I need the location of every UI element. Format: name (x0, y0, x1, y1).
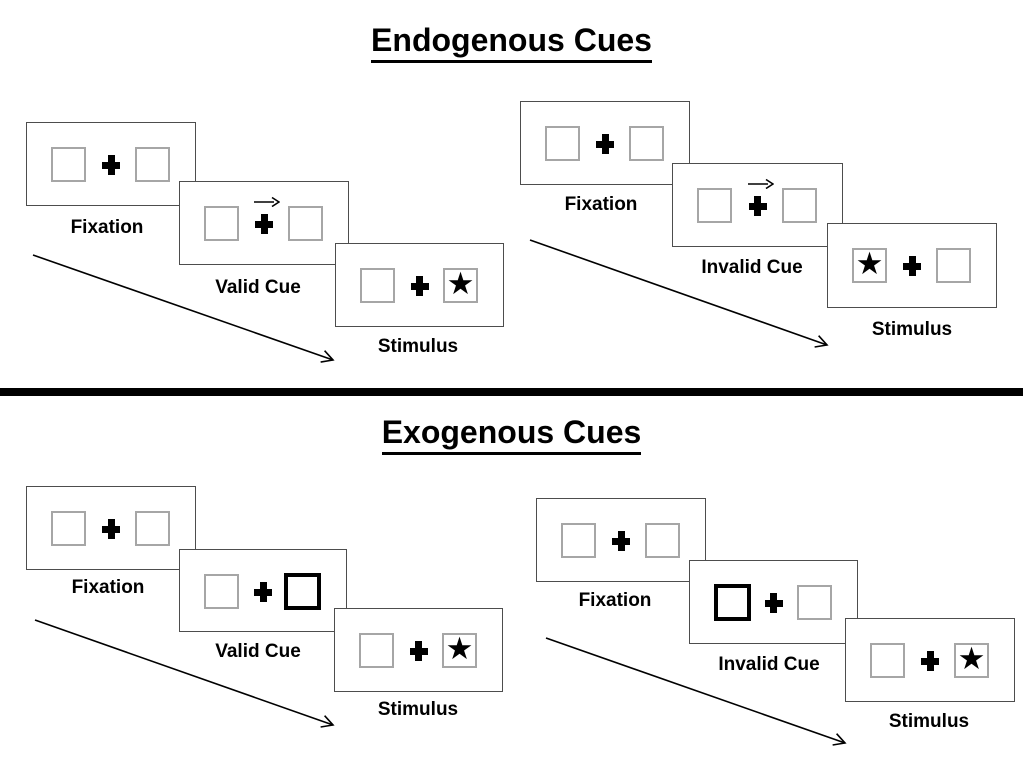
cue-highlight-box (714, 584, 751, 621)
panel-fixation (520, 101, 690, 185)
fixation-cross-icon (102, 155, 120, 175)
panel-valid-cue (179, 549, 347, 632)
section-divider (0, 388, 1023, 396)
left-placeholder-box (51, 147, 86, 182)
left-placeholder-box (51, 511, 86, 546)
target-star-icon: ★ (855, 246, 884, 282)
fixation-cross-icon (102, 519, 120, 539)
timeline-arrow-icon (32, 254, 335, 363)
panel-stimulus: ★ (334, 608, 503, 692)
frame-label-fixation: Fixation (578, 590, 652, 611)
cue-highlight-box (284, 573, 321, 610)
fixation-cross-icon (254, 582, 272, 602)
panel-stimulus: ★ (827, 223, 997, 308)
fixation-cross-icon (764, 593, 783, 613)
left-placeholder-box (697, 188, 732, 223)
left-placeholder-box (545, 126, 580, 161)
panel-fixation (26, 122, 196, 206)
left-placeholder-box (204, 574, 239, 609)
right-placeholder-box (135, 511, 170, 546)
panel-fixation (26, 486, 196, 570)
right-target-box: ★ (954, 643, 989, 678)
fixation-cross-icon (409, 641, 428, 661)
section-title-text: Exogenous Cues (381, 414, 642, 455)
frame-label-fixation: Fixation (70, 217, 144, 238)
fixation-cross-icon (921, 651, 939, 671)
panel-stimulus: ★ (845, 618, 1015, 702)
left-placeholder-box (870, 643, 905, 678)
fixation-cross-icon (410, 276, 429, 296)
timeline-arrow-icon (529, 239, 829, 348)
left-placeholder-box (359, 633, 394, 668)
right-placeholder-box (135, 147, 170, 182)
right-placeholder-box (782, 188, 817, 223)
fixation-cross-icon (255, 214, 273, 234)
cue-arrow-icon (747, 178, 774, 189)
frame-label-stimulus: Stimulus (871, 319, 953, 340)
target-star-icon: ★ (445, 631, 474, 667)
panel-invalid-cue (672, 163, 843, 247)
frame-label-fixation: Fixation (71, 577, 145, 598)
timeline-arrow-icon (34, 619, 335, 728)
right-target-box: ★ (442, 633, 477, 668)
left-target-box: ★ (852, 248, 887, 283)
panel-fixation (536, 498, 706, 582)
panel-invalid-cue (689, 560, 858, 644)
frame-label-stimulus: Stimulus (377, 336, 459, 357)
right-placeholder-box (288, 206, 323, 241)
target-star-icon: ★ (957, 641, 986, 677)
frame-label-stimulus: Stimulus (377, 699, 459, 720)
right-placeholder-box (797, 585, 832, 620)
right-target-box: ★ (443, 268, 478, 303)
target-star-icon: ★ (446, 266, 475, 302)
frame-label-stimulus: Stimulus (888, 711, 970, 732)
right-placeholder-box (645, 523, 680, 558)
section-title-text: Endogenous Cues (371, 22, 652, 63)
panel-stimulus: ★ (335, 243, 504, 327)
left-placeholder-box (204, 206, 239, 241)
panel-valid-cue (179, 181, 349, 265)
left-placeholder-box (360, 268, 395, 303)
frame-label-invalid-cue: Invalid Cue (718, 654, 820, 675)
section-title-endogenous: Endogenous Cues (0, 22, 1023, 63)
fixation-cross-icon (748, 196, 767, 216)
left-placeholder-box (561, 523, 596, 558)
cue-arrow-icon (254, 196, 280, 207)
frame-label-valid-cue: Valid Cue (215, 277, 301, 298)
right-placeholder-box (629, 126, 664, 161)
fixation-cross-icon (596, 134, 614, 154)
fixation-cross-icon (903, 256, 921, 276)
section-title-exogenous: Exogenous Cues (0, 414, 1023, 455)
right-placeholder-box (936, 248, 971, 283)
frame-label-fixation: Fixation (564, 194, 638, 215)
fixation-cross-icon (612, 531, 630, 551)
frame-label-valid-cue: Valid Cue (215, 641, 301, 662)
frame-label-invalid-cue: Invalid Cue (701, 257, 803, 278)
timeline-arrow-icon (545, 637, 847, 746)
